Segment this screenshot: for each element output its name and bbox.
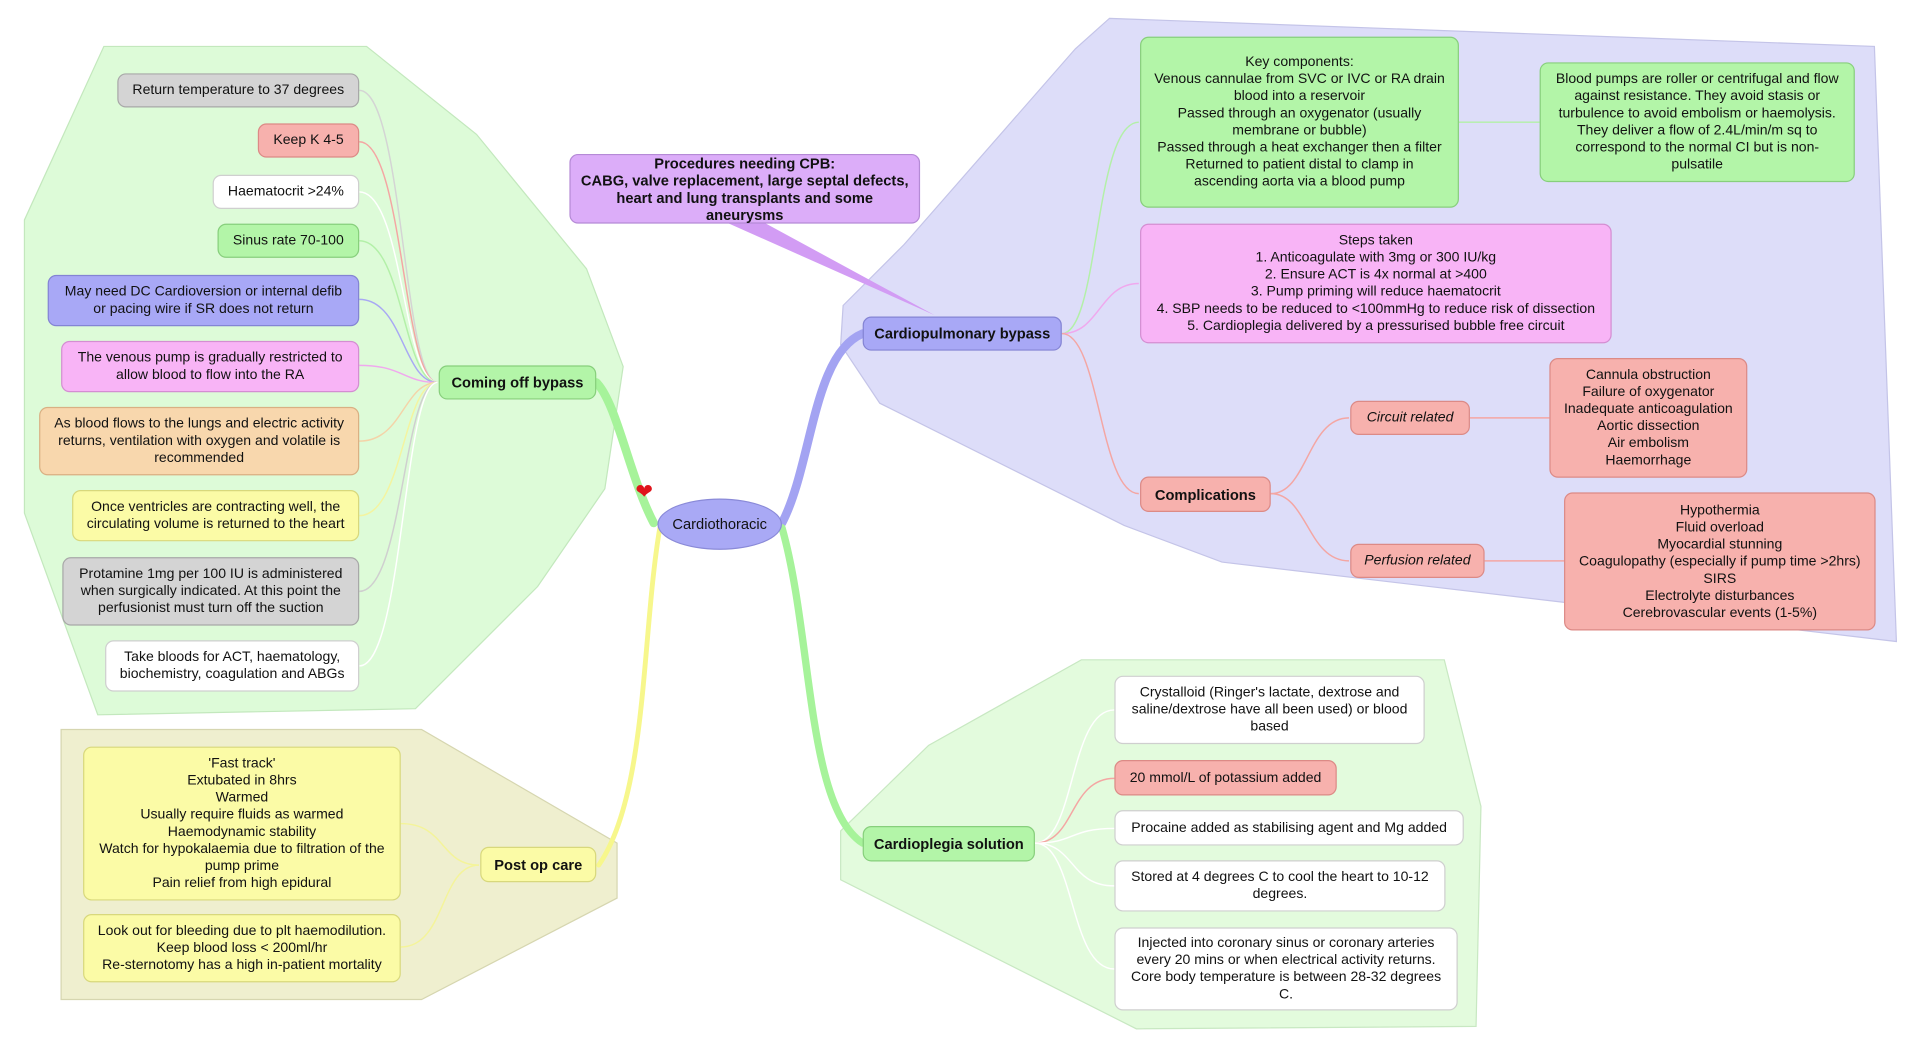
coming-off-item[interactable]: Keep K 4-5 (257, 123, 360, 158)
coming-off-item[interactable]: Sinus rate 70-100 (217, 223, 360, 258)
cardioplegia-item[interactable]: Procaine added as stabilising agent and … (1114, 810, 1464, 846)
branch-bypass (777, 329, 867, 528)
central-topic[interactable]: Cardiothoracic (657, 498, 783, 550)
post-op-item[interactable]: 'Fast track' Extubated in 8hrs Warmed Us… (83, 746, 401, 901)
branch-cardioplegia (778, 524, 867, 847)
circuit-related-topic[interactable]: Circuit related (1350, 400, 1470, 435)
branch-post-op (596, 525, 663, 868)
perfusion-related-topic[interactable]: Perfusion related (1350, 543, 1485, 578)
coming-off-item[interactable]: As blood flows to the lungs and electric… (39, 406, 360, 476)
complications-topic[interactable]: Complications (1140, 476, 1271, 512)
procedures-callout[interactable]: Procedures needing CPB: CABG, valve repl… (569, 153, 921, 224)
post-op-item[interactable]: Look out for bleeding due to plt haemodi… (83, 913, 401, 983)
coming-off-item[interactable]: Haematocrit >24% (212, 174, 360, 209)
branch-coming-off (592, 378, 658, 528)
callout-pointer (720, 219, 935, 316)
circuit-related-items[interactable]: Cannula obstruction Failure of oxygenato… (1549, 358, 1748, 478)
coming-off-bypass-topic[interactable]: Coming off bypass (438, 365, 597, 400)
perfusion-related-items[interactable]: Hypothermia Fluid overload Myocardial st… (1564, 492, 1876, 631)
cardioplegia-item[interactable]: Stored at 4 degrees C to cool the heart … (1114, 860, 1446, 912)
cardioplegia-item[interactable]: Crystalloid (Ringer's lactate, dextrose … (1114, 675, 1425, 745)
blood-pumps-note[interactable]: Blood pumps are roller or centrifugal an… (1539, 62, 1855, 183)
coming-off-item[interactable]: The venous pump is gradually restricted … (61, 340, 360, 393)
coming-off-item[interactable]: Take bloods for ACT, haematology, bioche… (105, 640, 360, 692)
cardioplegia-topic[interactable]: Cardioplegia solution (862, 826, 1035, 862)
cardiopulmonary-bypass-topic[interactable]: Cardiopulmonary bypass (862, 316, 1062, 351)
post-op-care-topic[interactable]: Post op care (480, 846, 597, 883)
cardioplegia-item[interactable]: 20 mmol/L of potassium added (1114, 760, 1337, 796)
cardioplegia-item[interactable]: Injected into coronary sinus or coronary… (1114, 927, 1458, 1011)
coming-off-item[interactable]: Protamine 1mg per 100 IU is administered… (62, 557, 360, 626)
coming-off-item[interactable]: Return temperature to 37 degrees (117, 73, 360, 108)
key-components-note[interactable]: Key components: Venous cannulae from SVC… (1140, 36, 1459, 208)
coming-off-item[interactable]: Once ventricles are contracting well, th… (72, 489, 360, 542)
heart-icon: ❤ (635, 480, 653, 504)
coming-off-item[interactable]: May need DC Cardioversion or internal de… (47, 274, 360, 327)
steps-taken-note[interactable]: Steps taken 1. Anticoagulate with 3mg or… (1140, 223, 1612, 344)
